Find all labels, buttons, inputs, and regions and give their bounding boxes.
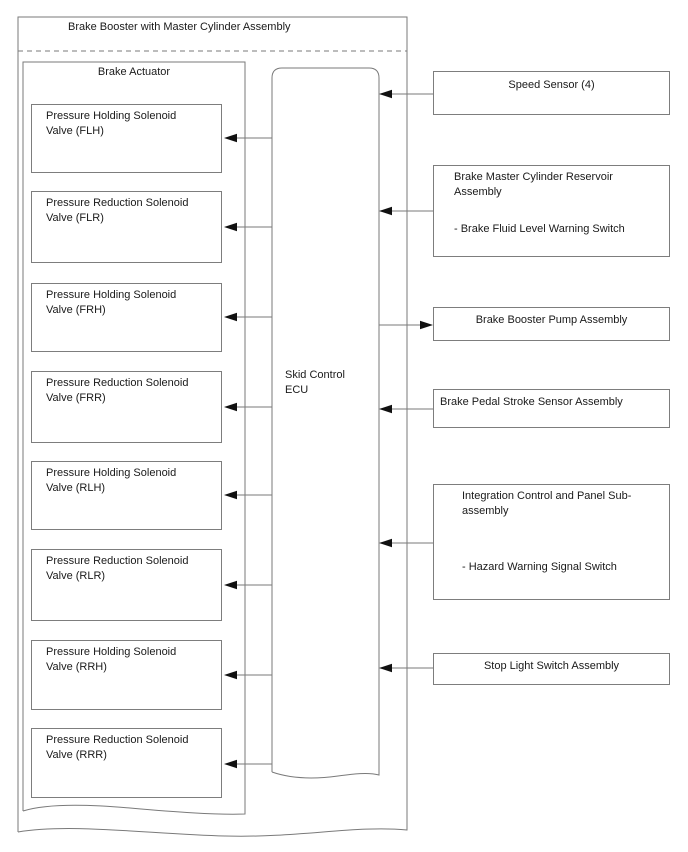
arrowhead-stop-light-switch bbox=[379, 663, 392, 673]
arrowhead-integration-panel bbox=[379, 538, 392, 548]
arrowhead-frh bbox=[224, 312, 237, 322]
valve-box-rrr: Pressure Reduction Solenoid Valve (RRR) bbox=[31, 728, 222, 798]
arrowhead-flh bbox=[224, 133, 237, 143]
component-label-reservoir: Brake Master Cylinder Reservoir Assembly bbox=[454, 171, 613, 198]
arrowhead-rrr bbox=[224, 759, 237, 769]
valve-box-flh: Pressure Holding Solenoid Valve (FLH) bbox=[31, 104, 222, 173]
ecu-label: Skid Control ECU bbox=[285, 369, 345, 396]
valve-label-flh: Pressure Holding Solenoid Valve (FLH) bbox=[46, 110, 177, 137]
valve-label-rlr: Pressure Reduction Solenoid Valve (RLR) bbox=[46, 555, 189, 582]
valve-box-rlh: Pressure Holding Solenoid Valve (RLH) bbox=[31, 461, 222, 530]
valve-label-rrh: Pressure Holding Solenoid Valve (RRH) bbox=[46, 646, 177, 673]
valve-label-rlh: Pressure Holding Solenoid Valve (RLH) bbox=[46, 467, 177, 494]
valve-box-flr: Pressure Reduction Solenoid Valve (FLR) bbox=[31, 191, 222, 263]
component-label-stop-light-switch: Stop Light Switch Assembly bbox=[483, 660, 620, 672]
component-sublabel-hazard-switch: - Hazard Warning Signal Switch bbox=[462, 561, 617, 573]
component-box-reservoir: Brake Master Cylinder Reservoir Assembly… bbox=[433, 165, 670, 257]
component-box-stop-light-switch: Stop Light Switch Assembly bbox=[433, 653, 670, 685]
valve-box-rrh: Pressure Holding Solenoid Valve (RRH) bbox=[31, 640, 222, 710]
component-label-integration-panel: Integration Control and Panel Sub-assemb… bbox=[462, 490, 632, 517]
valve-box-frr: Pressure Reduction Solenoid Valve (FRR) bbox=[31, 371, 222, 443]
component-label-pedal-stroke-sensor: Brake Pedal Stroke Sensor Assembly bbox=[440, 396, 623, 408]
arrowhead-rlr bbox=[224, 580, 237, 590]
arrowhead-flr bbox=[224, 222, 237, 232]
component-label-booster-pump: Brake Booster Pump Assembly bbox=[475, 314, 628, 326]
arrowhead-rlh bbox=[224, 490, 237, 500]
valve-label-flr: Pressure Reduction Solenoid Valve (FLR) bbox=[46, 197, 189, 224]
component-box-booster-pump: Brake Booster Pump Assembly bbox=[433, 307, 670, 341]
arrowhead-rrh bbox=[224, 670, 237, 680]
component-box-integration-panel: Integration Control and Panel Sub-assemb… bbox=[433, 484, 670, 600]
arrowhead-frr bbox=[224, 402, 237, 412]
component-sublabel-fluid-level-switch: - Brake Fluid Level Warning Switch bbox=[454, 223, 625, 235]
valve-label-frh: Pressure Holding Solenoid Valve (FRH) bbox=[46, 289, 177, 316]
component-label-speed-sensor: Speed Sensor (4) bbox=[508, 79, 595, 91]
valve-box-frh: Pressure Holding Solenoid Valve (FRH) bbox=[31, 283, 222, 352]
arrowhead-reservoir bbox=[379, 206, 392, 216]
outer-assembly-title: Brake Booster with Master Cylinder Assem… bbox=[68, 21, 291, 33]
arrowhead-booster-pump bbox=[420, 320, 433, 330]
component-box-speed-sensor: Speed Sensor (4) bbox=[433, 71, 670, 115]
component-box-pedal-stroke-sensor: Brake Pedal Stroke Sensor Assembly bbox=[433, 389, 670, 428]
actuator-title: Brake Actuator bbox=[97, 66, 171, 78]
valve-label-rrr: Pressure Reduction Solenoid Valve (RRR) bbox=[46, 734, 189, 761]
arrowhead-pedal-stroke-sensor bbox=[379, 404, 392, 414]
ecu-box bbox=[271, 67, 380, 779]
valve-label-frr: Pressure Reduction Solenoid Valve (FRR) bbox=[46, 377, 189, 404]
arrowhead-speed-sensor bbox=[379, 89, 392, 99]
valve-box-rlr: Pressure Reduction Solenoid Valve (RLR) bbox=[31, 549, 222, 621]
